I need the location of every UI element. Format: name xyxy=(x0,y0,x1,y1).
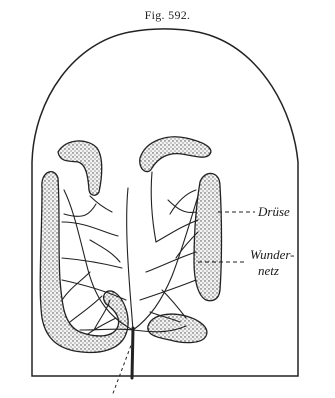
rete-label-line1: Wunder- xyxy=(250,247,295,262)
glands xyxy=(40,137,221,353)
gland-upper-left xyxy=(58,141,102,195)
duct-leader xyxy=(112,340,133,396)
gland-left xyxy=(40,172,128,353)
gland-label: Drüse xyxy=(257,204,290,219)
gland-upper-right xyxy=(140,137,211,172)
gland-lower-right xyxy=(148,314,207,342)
gland-right xyxy=(194,173,222,300)
rete-label-line2: netz xyxy=(258,263,279,278)
